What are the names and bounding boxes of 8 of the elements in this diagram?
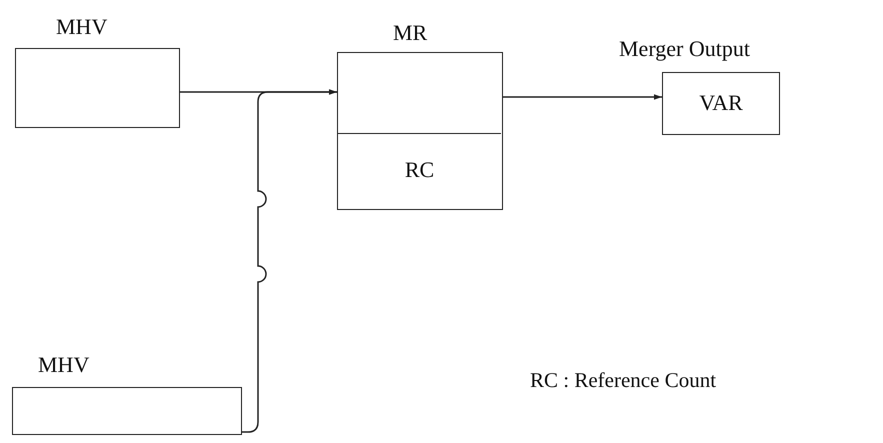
block-label: VAR (698, 90, 744, 114)
block-title: MHV (38, 353, 90, 377)
arrow (503, 94, 662, 100)
note-text: RC : Reference Count (530, 368, 716, 393)
block-title: Merger Output (619, 37, 750, 61)
block-title: MR (393, 21, 428, 45)
block-label: RC (404, 158, 436, 182)
block-title: MHV (56, 15, 108, 39)
